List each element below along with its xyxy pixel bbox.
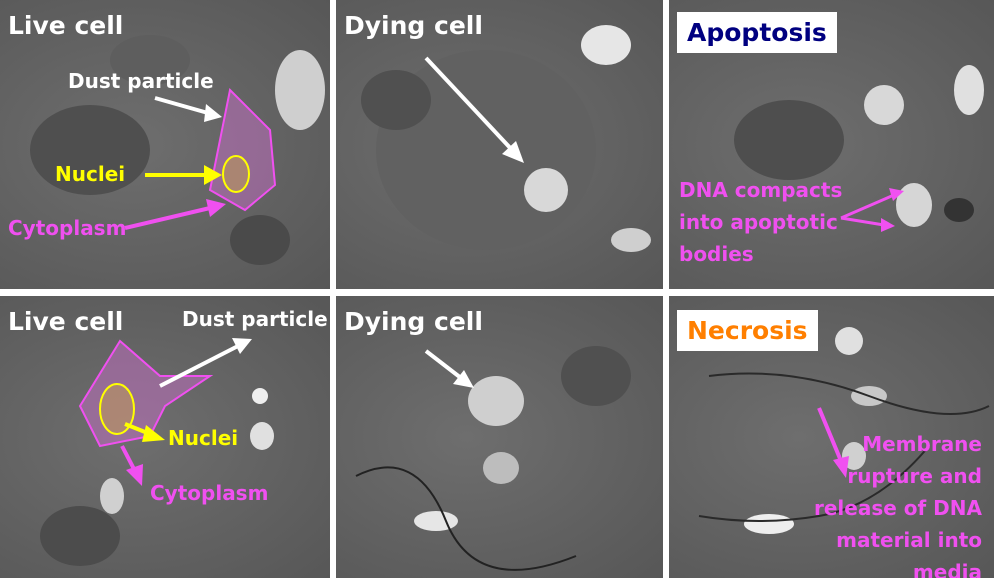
microscopy-image [355,346,631,571]
panel-title: Dying cell [344,307,483,336]
dust-particle-label: Dust particle [68,69,214,93]
microscopy-image [30,35,325,265]
nuclei-label: Nuclei [55,162,126,186]
cytoplasm-label: Cytoplasm [8,216,127,240]
panel-dying-cell-top: Dying cell [336,0,663,289]
panel-title: Dying cell [344,11,483,40]
panel-title: Live cell [8,11,124,40]
microscopy-image [40,338,274,566]
panel-title: Necrosis [677,310,818,351]
note-line: media [912,560,982,578]
panel-live-cell-top: Live cell Dust particle Nuclei Cytoplasm [0,0,330,289]
microscopy-image [361,25,651,252]
apoptosis-note: DNA compacts into apoptotic bodies [679,174,842,270]
panel-title: Apoptosis [677,12,837,53]
panel-live-cell-bottom: Live cell Dust particle Nuclei Cytoplasm [0,296,330,578]
microscopy-image [734,65,984,232]
note-line: into apoptotic [679,210,838,234]
note-line: material into [836,528,982,552]
note-line: Membrane [862,432,982,456]
note-line: rupture and [847,464,982,488]
necrosis-note: Membrane rupture and release of DNA mate… [814,428,982,578]
note-line: release of DNA [814,496,982,520]
dust-particle-label: Dust particle [182,307,328,331]
note-line: DNA compacts [679,178,843,202]
panel-title: Live cell [8,307,124,336]
microscopy-image [698,327,990,534]
note-line: bodies [679,242,754,266]
panel-necrosis: Necrosis Membrane rupture and release of… [669,296,994,578]
panel-dying-cell-bottom: Dying cell [336,296,663,578]
panel-apoptosis: Apoptosis DNA compacts into apoptotic bo… [669,0,994,289]
cytoplasm-label: Cytoplasm [150,481,269,505]
nuclei-label: Nuclei [168,426,239,450]
